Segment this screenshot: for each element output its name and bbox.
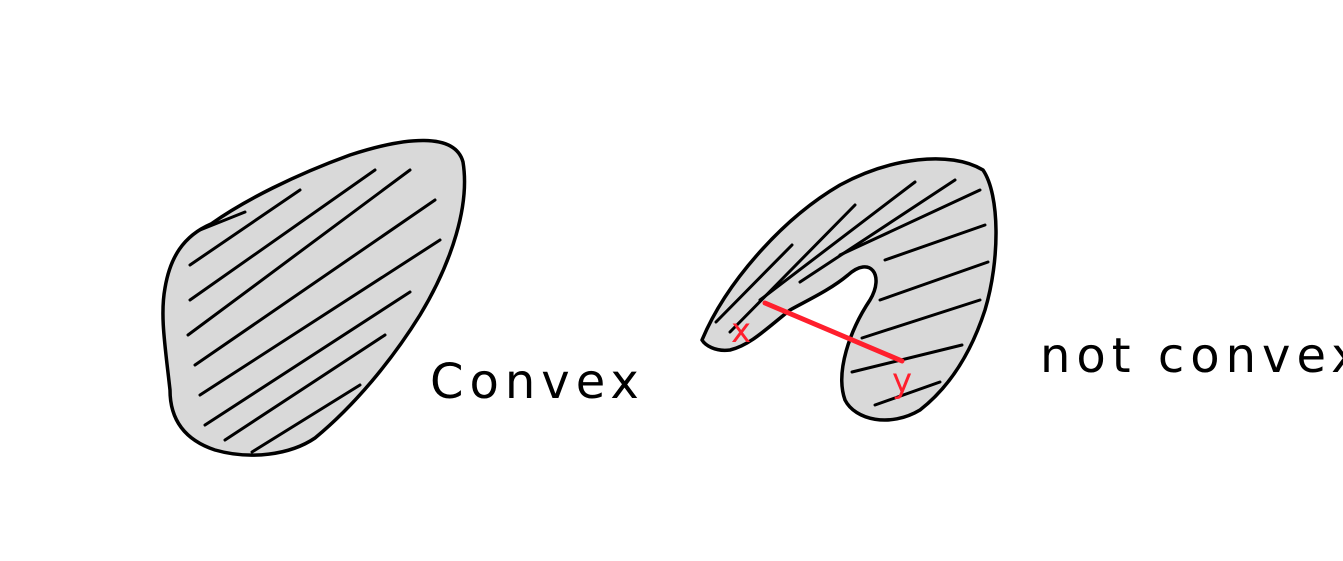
convex-shape (161, 138, 467, 457)
convex-outline (161, 138, 467, 457)
hatch-line (203, 290, 412, 427)
hatch-line (838, 188, 982, 257)
segment-line (762, 300, 905, 364)
hatch-line (873, 380, 942, 407)
nonconvex-hatching (714, 178, 990, 407)
hatch-line (250, 383, 362, 454)
hatch-line (850, 343, 964, 374)
hatch-line (878, 260, 990, 302)
hatch-line (728, 203, 857, 334)
hatch-line (186, 168, 412, 337)
counterexample-segment: x y (731, 300, 912, 401)
convex-label: Convex (430, 354, 645, 410)
hatch-line (714, 243, 794, 324)
not-convex-label: not convex (1040, 328, 1343, 384)
hatch-line (860, 298, 982, 340)
hatch-line (188, 168, 377, 302)
hatch-line (193, 198, 437, 367)
point-x-label: x (731, 311, 751, 351)
hatch-line (798, 178, 957, 284)
hatch-line (223, 333, 387, 442)
nonconvex-shape (700, 157, 998, 422)
hatch-line (198, 238, 442, 397)
hatch-line (883, 223, 987, 262)
hatch-line (198, 210, 247, 232)
hatch-line (758, 180, 917, 302)
point-y-label: y (892, 361, 912, 401)
convex-hatching (186, 168, 442, 454)
hatch-line (188, 188, 302, 267)
